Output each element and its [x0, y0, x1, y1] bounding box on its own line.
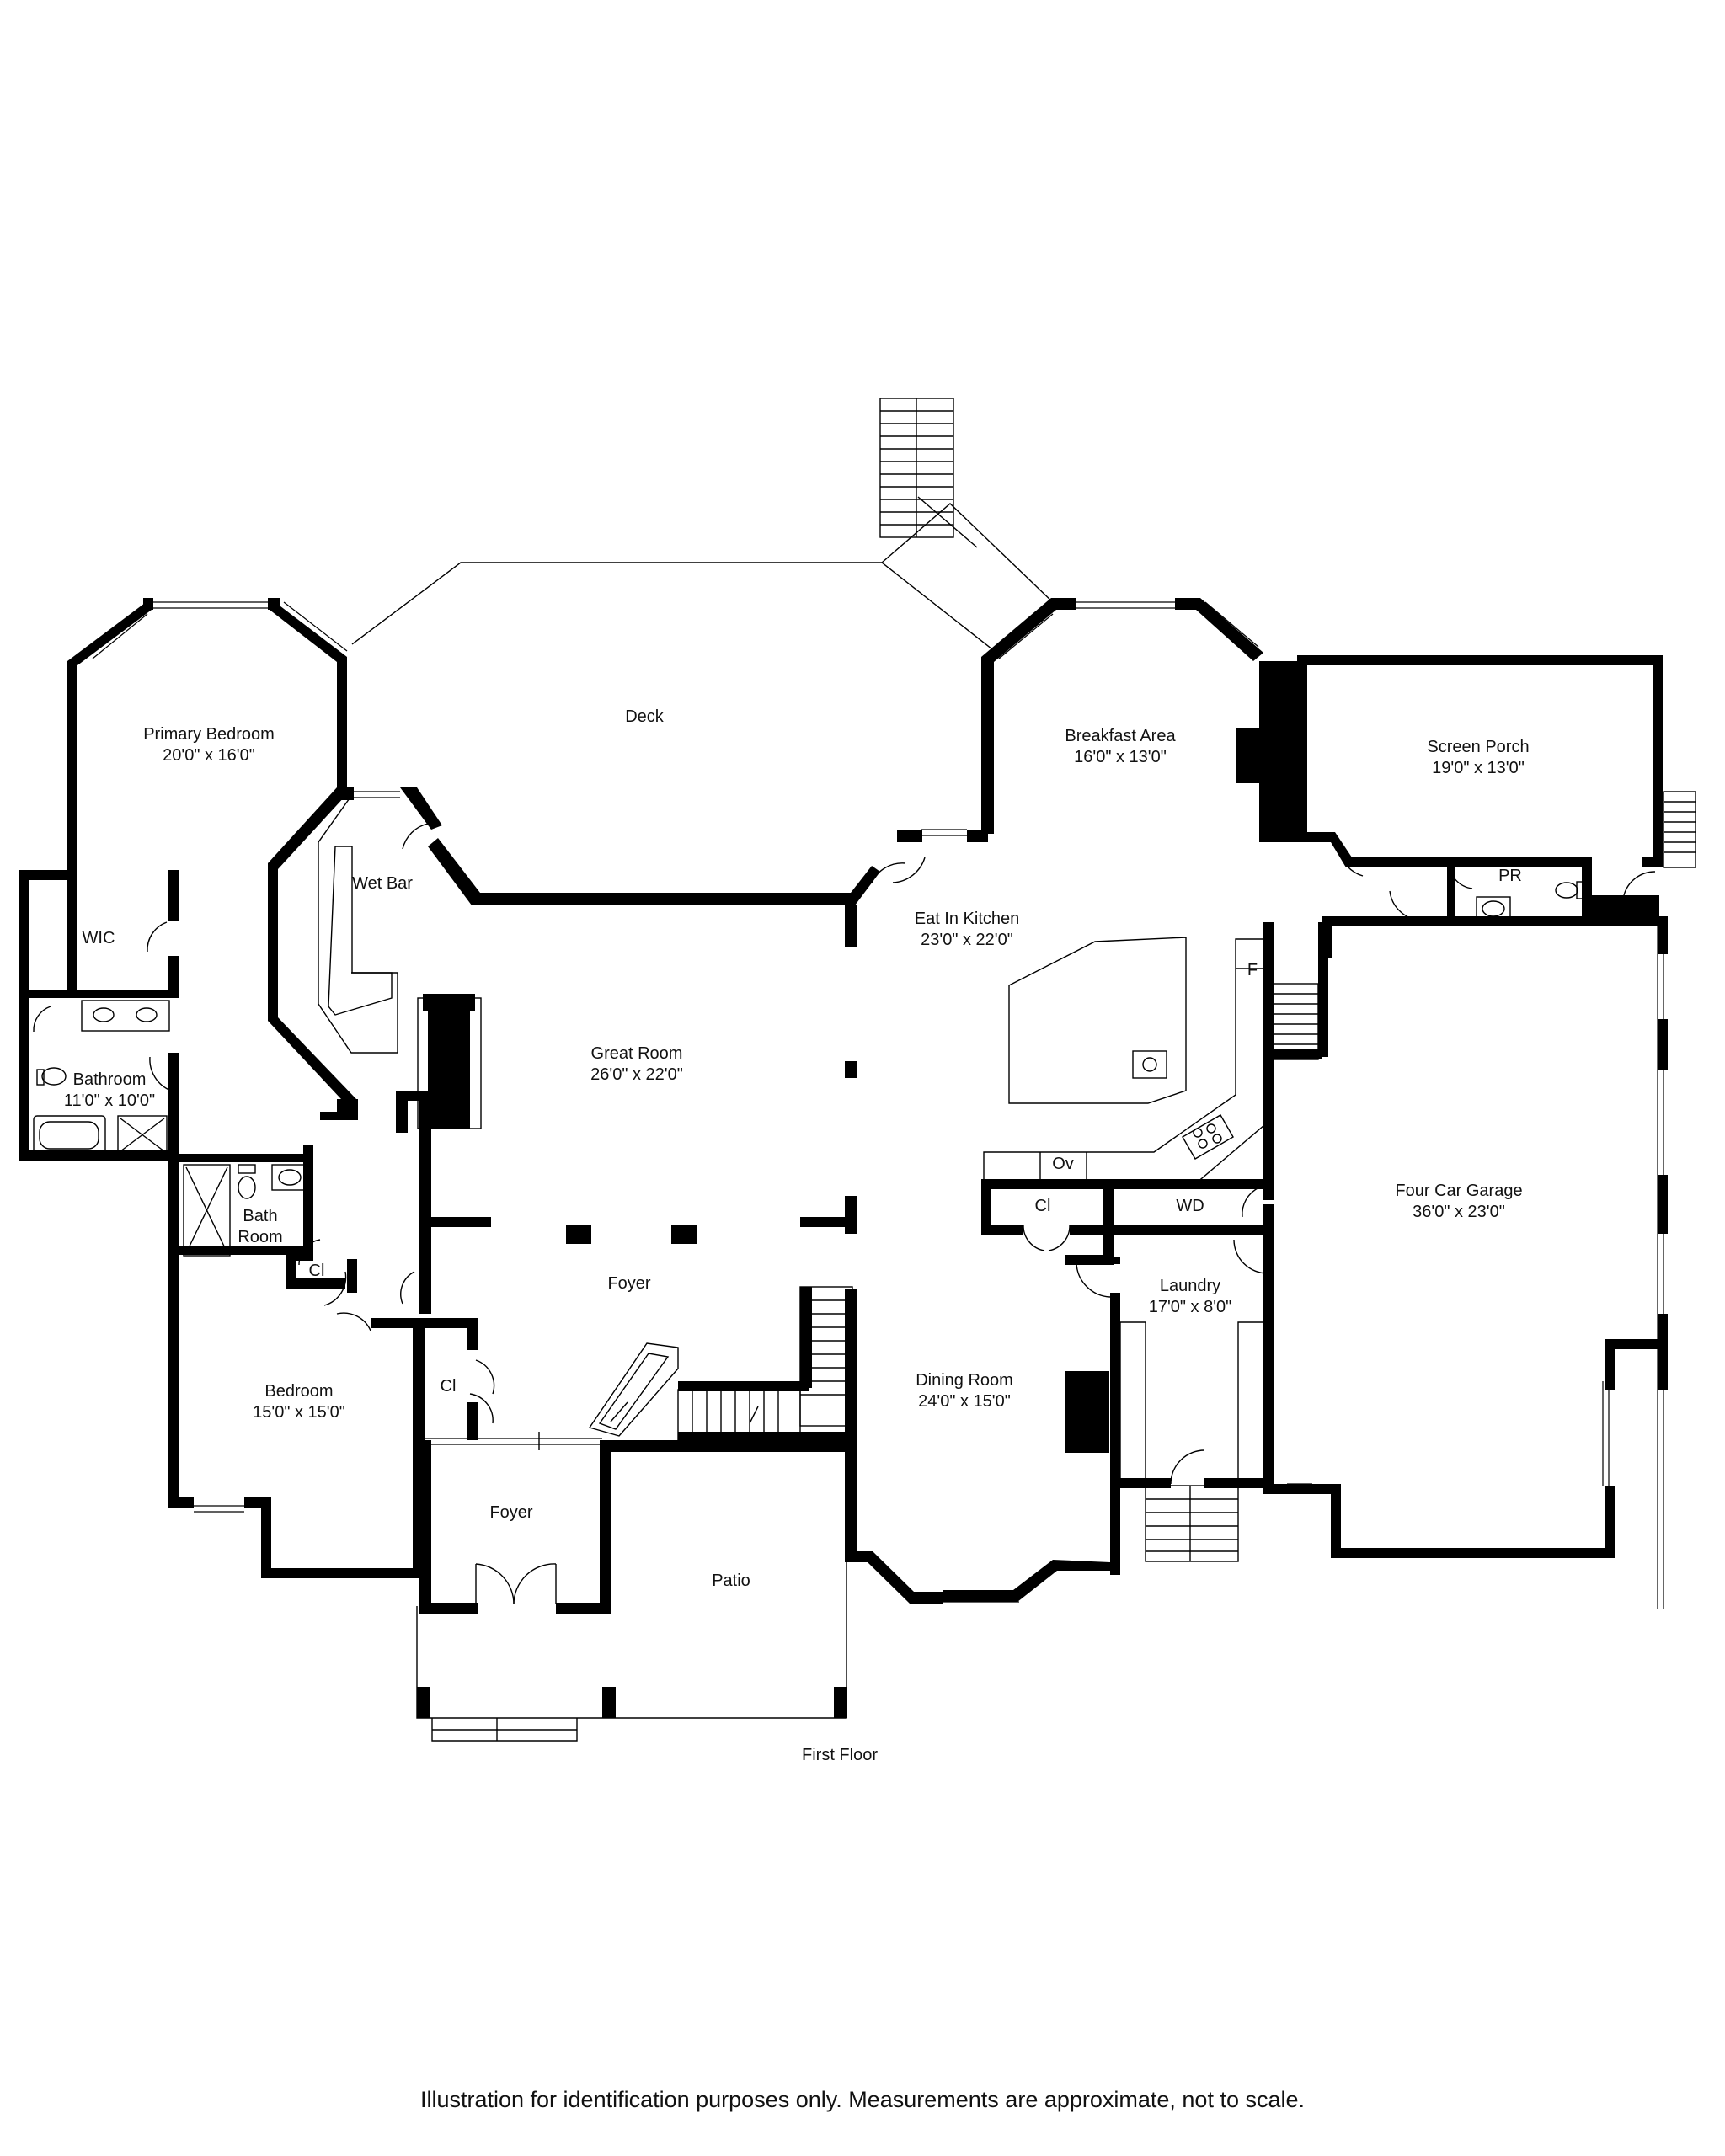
deck-name: Deck	[625, 707, 665, 726]
hall-closet-label: Cl	[309, 1262, 325, 1280]
eat-in-kitchen-size: 23'0" x 22'0"	[921, 931, 1013, 949]
laundry-stairs	[1145, 1485, 1239, 1562]
bathroom-name: Bathroom	[73, 1070, 147, 1089]
breakfast-area-size: 16'0" x 13'0"	[1074, 748, 1167, 766]
bedroom-name: Bedroom	[264, 1382, 333, 1401]
dining-room-size: 24'0" x 15'0"	[918, 1392, 1011, 1411]
screen-porch-size: 19'0" x 13'0"	[1432, 759, 1525, 777]
primary-bedroom-size: 20'0" x 16'0"	[163, 746, 255, 765]
kitchen-island	[1008, 937, 1187, 1104]
kitchen-closet-label: Cl	[1035, 1197, 1051, 1215]
laundry-size: 17'0" x 8'0"	[1149, 1298, 1232, 1316]
fridge-label: F	[1247, 961, 1258, 979]
wd-label: WD	[1176, 1197, 1204, 1215]
great-room-size: 26'0" x 22'0"	[590, 1065, 683, 1084]
disclaimer: Illustration for identification purposes…	[419, 2087, 1306, 2112]
foyer-entry-name: Foyer	[489, 1503, 532, 1522]
great-room-fireplace	[417, 994, 482, 1129]
great-room-name: Great Room	[591, 1044, 683, 1063]
four-car-garage-size: 36'0" x 23'0"	[1413, 1203, 1505, 1221]
room-labels: Primary Bedroom 20'0" x 16'0" Deck Break…	[64, 707, 1530, 1764]
dining-fireplace	[1065, 1371, 1109, 1453]
pr-name: PR	[1498, 867, 1522, 885]
walls	[19, 598, 1668, 1718]
bath-room-fixtures	[183, 1164, 308, 1257]
screen-porch-name: Screen Porch	[1427, 738, 1529, 756]
garage-foyer-columns	[566, 1225, 697, 1244]
floor-label: First Floor	[802, 1746, 878, 1764]
bath-room-name-line2: Room	[238, 1228, 282, 1246]
patio-name: Patio	[712, 1572, 750, 1590]
kitchen-stairs	[1271, 983, 1319, 1060]
foyer-closet-label: Cl	[441, 1377, 457, 1396]
eat-in-kitchen-name: Eat In Kitchen	[915, 910, 1020, 928]
patio-outline	[416, 1442, 847, 1742]
deck-stairs	[879, 398, 978, 548]
dining-room-name: Dining Room	[916, 1371, 1013, 1390]
laundry-counters	[1119, 1321, 1268, 1486]
breakfast-area-name: Breakfast Area	[1065, 727, 1176, 745]
door-swings	[33, 823, 1656, 1605]
wet-bar-counter	[318, 795, 398, 1054]
kitchen-counter	[983, 938, 1271, 1184]
bedroom-size: 15'0" x 15'0"	[253, 1403, 345, 1422]
wic-name: WIC	[83, 929, 115, 947]
deck-outline	[351, 503, 1056, 656]
primary-bedroom-name: Primary Bedroom	[143, 725, 275, 744]
oven-label: Ov	[1052, 1155, 1074, 1173]
screen-porch-stairs	[1663, 791, 1696, 868]
bathroom-size: 11'0" x 10'0"	[64, 1091, 155, 1110]
wet-bar-name: Wet Bar	[352, 874, 413, 893]
four-car-garage-name: Four Car Garage	[1395, 1182, 1522, 1200]
pr-fixtures	[1476, 881, 1586, 921]
foyer-main-name: Foyer	[607, 1274, 650, 1293]
laundry-name: Laundry	[1160, 1277, 1220, 1295]
foyer-main-stairs	[588, 1286, 853, 1443]
bath-room-name-line1: Bath	[243, 1207, 277, 1225]
